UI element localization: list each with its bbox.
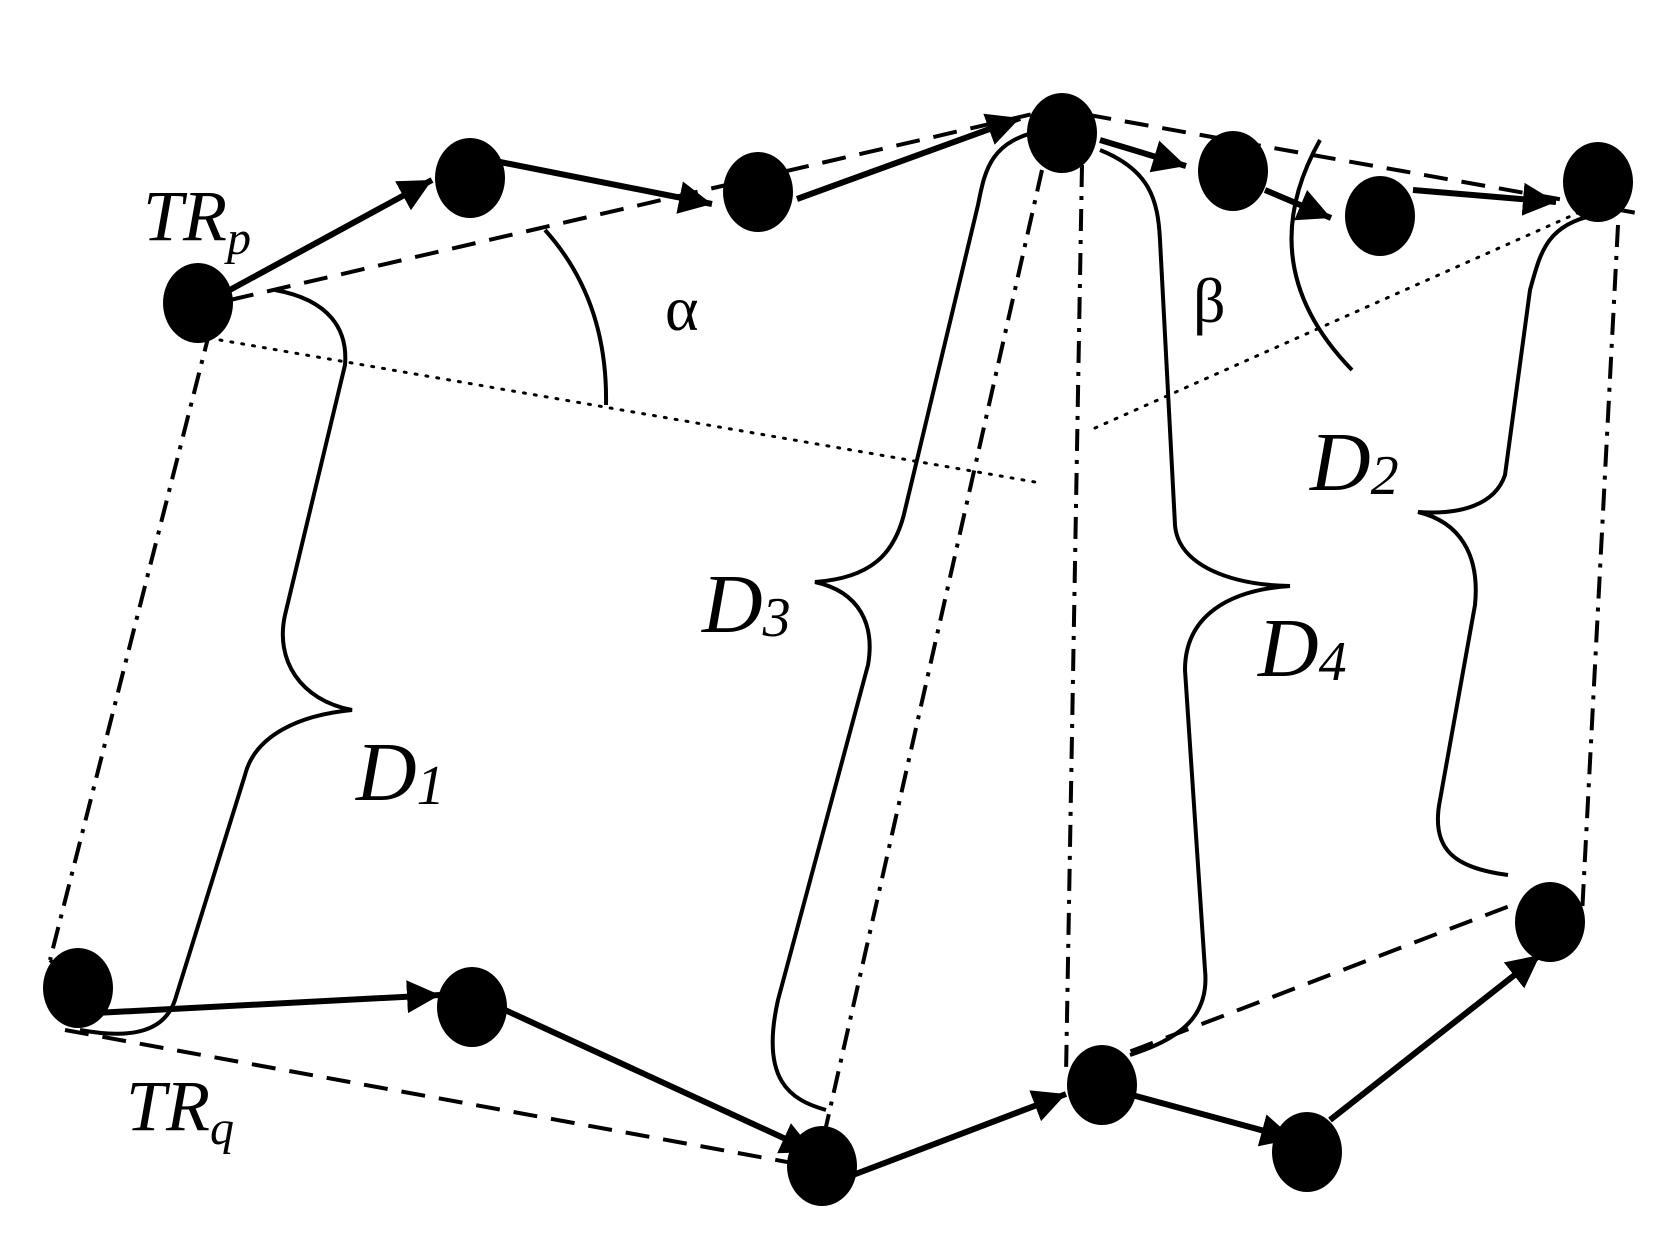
beta-arc	[1289, 139, 1354, 372]
trajectory-p-label: TRp	[143, 176, 251, 265]
d2-label: D2	[1309, 416, 1399, 509]
trajectory-q-points	[43, 882, 1585, 1206]
dashed-chords	[64, 106, 1649, 1170]
trajectory-q-label: TRq	[126, 1066, 234, 1155]
trajectory-q-segment	[851, 1090, 1068, 1178]
dotted-direction-lines	[218, 210, 1582, 484]
brace-d4	[1099, 148, 1291, 1057]
trajectory-p-point	[1345, 176, 1415, 256]
trajectory-p-point	[1198, 131, 1268, 211]
alpha-arc	[543, 228, 609, 406]
trajectory-p-point	[1027, 93, 1097, 173]
trajectory-q-point	[787, 1126, 857, 1206]
trajectory-p-point	[435, 138, 505, 218]
angle-arcs	[543, 139, 1354, 406]
trajectory-q-point	[43, 948, 113, 1028]
trajectory-q-point	[1272, 1112, 1342, 1192]
trajectory-p-point	[723, 152, 793, 232]
direction-line-p	[218, 338, 1037, 484]
beta-label: β	[1193, 265, 1226, 336]
trajectory-q-point	[1067, 1045, 1137, 1125]
trajectory-q-point	[1515, 882, 1585, 962]
connector-mid-right	[1064, 164, 1084, 1076]
chord-q-start	[64, 1028, 821, 1170]
trajectory-q-segment	[94, 980, 441, 1016]
trajectory-p-point	[1563, 142, 1633, 222]
trajectory-p-points	[163, 93, 1633, 343]
trajectory-p-segment	[213, 177, 434, 301]
trajectory-q-point	[437, 967, 507, 1047]
chord-p-start	[229, 108, 1051, 302]
trajectory-p-segment	[795, 113, 1022, 202]
trajectory-q-path	[94, 952, 1542, 1178]
chord-p-end	[1049, 106, 1649, 217]
alpha-label: α	[665, 273, 699, 344]
connector-end	[1580, 224, 1620, 916]
brace-d1	[79, 288, 353, 1036]
trajectory-q-segment	[1328, 952, 1542, 1123]
direction-line-q	[1093, 210, 1582, 430]
connector-start	[48, 329, 212, 961]
connector-mid-left	[821, 169, 1044, 1141]
brace-d2	[1417, 213, 1596, 877]
chord-q-end	[1094, 900, 1521, 1067]
d4-label: D4	[1257, 602, 1347, 695]
trajectory-p-segment	[1099, 137, 1187, 173]
trajectory-p-path	[213, 113, 1557, 301]
trajectory-q-segment	[1131, 1092, 1295, 1147]
trajectory-q-segment	[503, 1007, 816, 1155]
distance-braces	[79, 128, 1596, 1112]
d1-label: D1	[355, 726, 445, 819]
trajectory-p-segment	[1263, 187, 1333, 221]
brace-d3	[770, 128, 1046, 1112]
trajectory-p-segment	[1412, 182, 1557, 216]
trajectory-p-point	[163, 263, 233, 343]
d3-label: D3	[701, 558, 791, 651]
